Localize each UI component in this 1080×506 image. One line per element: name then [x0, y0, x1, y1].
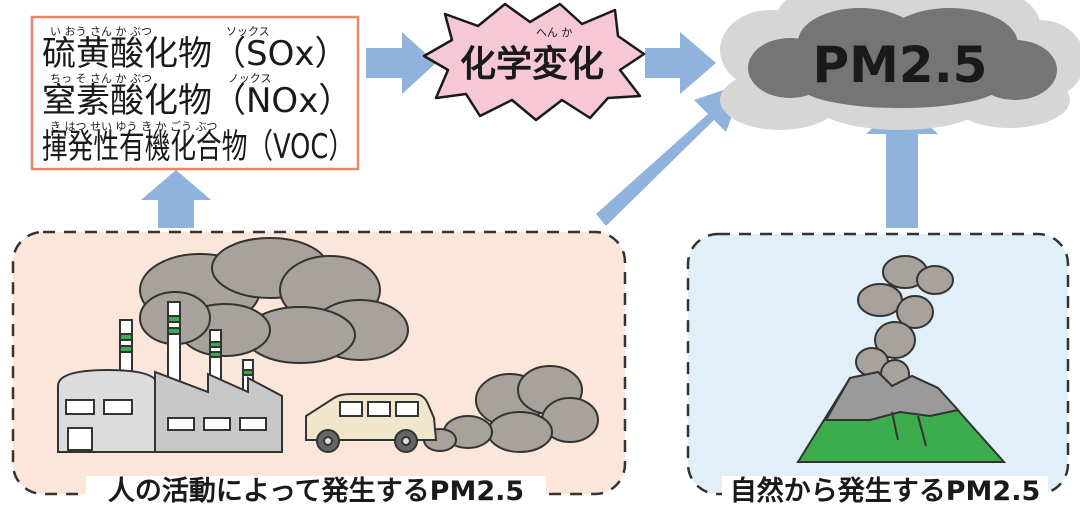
- pollutant-ruby-nox-abbr: ノックス: [228, 72, 271, 85]
- pollutant-ruby-sox: い おう さん か ぶつ: [50, 25, 152, 38]
- arrow-change-to-pm25: [645, 32, 716, 94]
- pollutant-ruby-sox-abbr: ソックス: [226, 25, 270, 38]
- pm25-cloud-inner: [748, 8, 1057, 108]
- arrow-human-to-pollutants: [141, 170, 211, 228]
- factory-sawtooth: [154, 370, 283, 453]
- pm25-cloud: PM2.5: [720, 0, 1080, 130]
- natural-source-caption: 自然から発生するPM2.5: [730, 475, 1041, 506]
- arrow-human-to-pm25: [596, 83, 744, 226]
- pollutant-sox: 硫黄酸化物（SOx）: [42, 34, 348, 74]
- human-caption-bg: [86, 476, 546, 506]
- pollutant-ruby-voc: き はつ せい ゆう き か ごう ぶつ: [50, 119, 217, 133]
- factory-hall: [57, 368, 159, 453]
- arrows: [141, 32, 938, 228]
- pollutant-box: い おう さん か ぶつ ソックス 硫黄酸化物（SOx） ちっ そ さん か ぶ…: [30, 15, 360, 171]
- chemical-change-ruby: へん か: [536, 26, 573, 39]
- volcano: [796, 370, 1007, 463]
- volcano-smoke: [855, 255, 954, 389]
- car: [305, 393, 438, 453]
- pollutant-ruby-nox: ちっ そ さん か ぶつ: [50, 72, 152, 85]
- human-source-panel: 人の活動によって発生するPM2.5: [11, 230, 627, 506]
- human-source-caption: 人の活動によって発生するPM2.5: [108, 476, 524, 506]
- natural-source-panel: 自然から発生するPM2.5: [686, 232, 1070, 506]
- chemical-change-burst: へん か 化学変化: [422, 2, 646, 122]
- arrow-pollutants-to-change: [366, 32, 436, 94]
- pollutant-voc: 揮発性有機化合物（VOC）: [42, 127, 354, 167]
- natural-caption-bg: [722, 476, 1048, 506]
- burst-shape: [422, 2, 646, 122]
- pm25-label: PM2.5: [813, 36, 988, 94]
- exhaust-smoke: [423, 365, 599, 453]
- chemical-change-label: 化学変化: [460, 43, 604, 85]
- pollutant-nox: 窒素酸化物（NOx）: [42, 81, 352, 121]
- arrow-natural-to-pm25: [866, 100, 938, 228]
- pollutant-box-border: [30, 15, 360, 171]
